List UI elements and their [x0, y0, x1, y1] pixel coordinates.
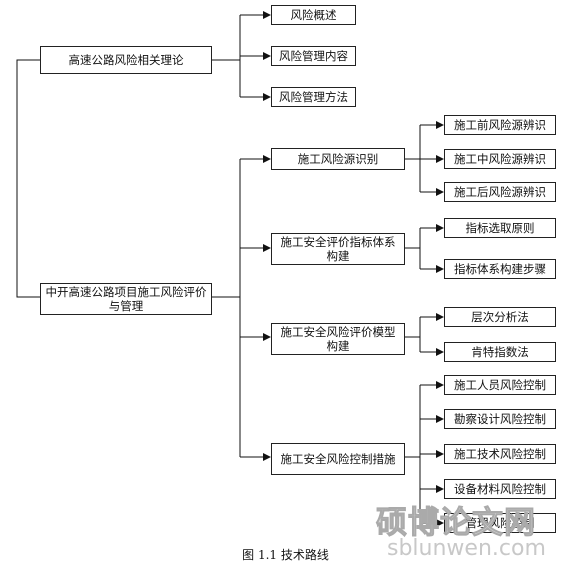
node-theory: 高速公路风险相关理论 — [40, 46, 212, 74]
node-t2: 风险管理内容 — [271, 46, 356, 66]
node-t3: 风险管理方法 — [271, 87, 356, 107]
node-d4: 设备材料风险控制 — [444, 479, 556, 499]
node-root: 中开高速公路项目施工风险评价与管理 — [40, 283, 212, 315]
node-a1: 施工前风险源辨识 — [444, 115, 556, 135]
node-t1: 风险概述 — [271, 5, 356, 25]
node-d1: 施工人员风险控制 — [444, 375, 556, 395]
edge-root-theory — [16, 59, 40, 298]
node-d3: 施工技术风险控制 — [444, 444, 556, 464]
node-control-measures: 施工安全风险控制措施 — [271, 443, 405, 475]
watermark-brand: 硕博论文网 — [376, 505, 536, 542]
node-evaluation-model: 施工安全风险评价模型构建 — [271, 323, 405, 355]
node-a3: 施工后风险源辨识 — [444, 182, 556, 202]
node-d2: 勘察设计风险控制 — [444, 409, 556, 429]
node-b2: 指标体系构建步骤 — [444, 259, 556, 279]
node-a2: 施工中风险源辨识 — [444, 149, 556, 169]
node-index-system: 施工安全评价指标体系构建 — [271, 233, 405, 265]
node-c2: 肯特指数法 — [444, 342, 556, 362]
watermark-url: sblunwen.com — [387, 536, 546, 561]
node-c1: 层次分析法 — [444, 307, 556, 327]
figure-caption: 图 1.1 技术路线 — [242, 548, 329, 562]
node-b1: 指标选取原则 — [444, 218, 556, 238]
node-risk-identification: 施工风险源识别 — [271, 148, 405, 170]
node-d5: 管理风险控制 — [444, 513, 556, 533]
